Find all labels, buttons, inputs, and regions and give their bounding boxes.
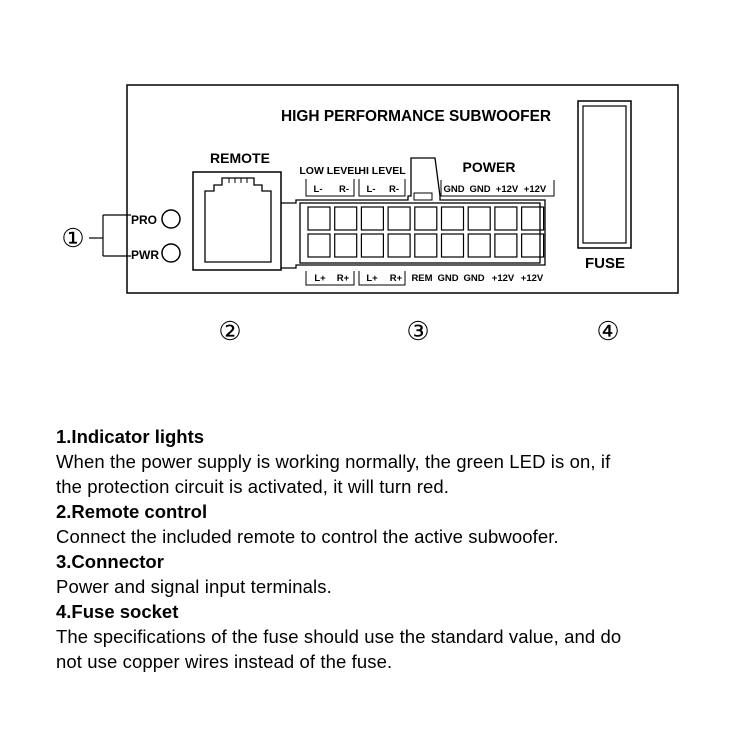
pin-top-12v-a: +12V bbox=[496, 184, 519, 195]
panel-diagram: HIGH PERFORMANCE SUBWOOFER REMOTE PRO PW… bbox=[89, 84, 679, 294]
desc-2-heading: 2.Remote control bbox=[56, 501, 208, 522]
remote-label: REMOTE bbox=[210, 150, 270, 166]
pin-bot-12v-a: +12V bbox=[492, 273, 515, 284]
fuse-socket bbox=[577, 100, 632, 249]
hi-level-label: HI LEVEL bbox=[358, 165, 406, 177]
pin-top-low-l: L- bbox=[314, 184, 323, 195]
callout-1-leader bbox=[89, 214, 131, 257]
desc-2-line-1: Connect the included remote to control t… bbox=[56, 526, 559, 547]
connector-pin bbox=[387, 206, 411, 231]
callout-3: ③ bbox=[406, 316, 430, 346]
connector-pin bbox=[494, 233, 518, 258]
pin-top-hi-r: R- bbox=[389, 184, 399, 195]
pin-bot-gnd-2: GND bbox=[463, 273, 484, 284]
pro-label: PRO bbox=[131, 213, 157, 227]
connector-pin bbox=[520, 233, 545, 258]
connector-pin bbox=[360, 206, 384, 231]
pin-top-gnd-2: GND bbox=[469, 184, 490, 195]
desc-3-line-1: Power and signal input terminals. bbox=[56, 576, 332, 597]
pin-bot-12v-b: +12V bbox=[521, 273, 544, 284]
panel-outline bbox=[126, 84, 679, 294]
connector-pin bbox=[440, 233, 465, 258]
connector-pin bbox=[520, 206, 545, 231]
callout-4: ④ bbox=[596, 316, 620, 346]
desc-4-heading: 4.Fuse socket bbox=[56, 601, 179, 622]
connector-pin-grid bbox=[307, 206, 545, 258]
desc-1-line-1: When the power supply is working normall… bbox=[56, 451, 611, 472]
connector-pin bbox=[307, 233, 331, 258]
pin-bot-hi-r: R+ bbox=[390, 273, 403, 284]
connector-pin bbox=[387, 233, 411, 258]
connector-pin bbox=[414, 206, 438, 231]
connector-pin bbox=[414, 233, 438, 258]
connector-pin bbox=[467, 206, 491, 231]
remote-port bbox=[192, 171, 282, 271]
desc-1-line-2: the protection circuit is activated, it … bbox=[56, 476, 450, 497]
pwr-label: PWR bbox=[131, 248, 159, 262]
pin-bot-gnd-1: GND bbox=[437, 273, 458, 284]
panel-title: HIGH PERFORMANCE SUBWOOFER bbox=[281, 108, 551, 125]
callout-1: ① bbox=[61, 223, 85, 253]
low-level-label: LOW LEVEL bbox=[299, 165, 361, 177]
pin-bot-low-r: R+ bbox=[337, 273, 350, 284]
pin-top-12v-b: +12V bbox=[524, 184, 547, 195]
pin-bot-low-l: L+ bbox=[314, 273, 326, 284]
pin-top-gnd-1: GND bbox=[443, 184, 464, 195]
pwr-led bbox=[161, 243, 181, 263]
fuse-label: FUSE bbox=[585, 255, 625, 272]
pin-bot-rem: REM bbox=[411, 273, 432, 284]
connector-pin bbox=[334, 206, 358, 231]
pin-top-low-r: R- bbox=[339, 184, 349, 195]
desc-1-heading: 1.Indicator lights bbox=[56, 426, 205, 447]
connector-pin bbox=[307, 206, 331, 231]
descriptions: 1.Indicator lights When the power supply… bbox=[56, 424, 736, 674]
power-label: POWER bbox=[463, 159, 516, 175]
connector-housing bbox=[281, 157, 546, 269]
connector-pin bbox=[467, 233, 491, 258]
indicator-lights: PRO PWR bbox=[131, 209, 181, 263]
pin-top-hi-l: L- bbox=[367, 184, 376, 195]
connector-pin bbox=[494, 206, 518, 231]
connector-pin bbox=[334, 233, 358, 258]
pin-bot-hi-l: L+ bbox=[366, 273, 378, 284]
connector-pin bbox=[440, 206, 465, 231]
desc-4-line-1: The specifications of the fuse should us… bbox=[56, 626, 622, 647]
desc-3-heading: 3.Connector bbox=[56, 551, 164, 572]
callout-2: ② bbox=[218, 316, 242, 346]
pro-led bbox=[161, 209, 181, 229]
desc-4-line-2: not use copper wires instead of the fuse… bbox=[56, 651, 393, 672]
connector-pin bbox=[360, 233, 384, 258]
